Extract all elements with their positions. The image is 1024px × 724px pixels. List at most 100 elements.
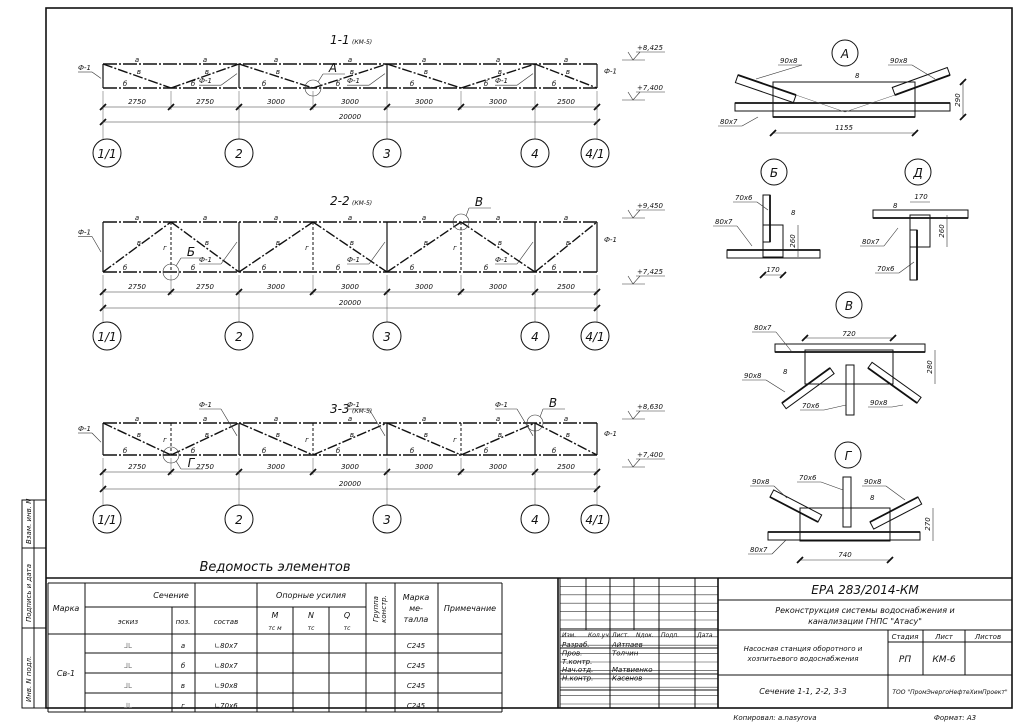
member-label-b: б [484, 447, 489, 455]
elevation-mark [632, 410, 641, 420]
diagonal [170, 221, 240, 273]
member-label-v: в [424, 431, 428, 439]
bottom-chord-angle [734, 102, 951, 112]
label-angle: 90х8 [864, 478, 882, 486]
panel-dimension: 2750 [128, 283, 146, 291]
cell-mark: Св-1 [57, 669, 75, 678]
project-name-1: Реконструкция системы водоснабжения и [775, 606, 955, 615]
left-diagonal [769, 489, 823, 523]
cell-sketch: ⅃L [123, 682, 132, 690]
label-plate: 8 [893, 202, 898, 210]
detail-bubble [834, 441, 862, 469]
vertical-angle [845, 364, 855, 416]
sheet-frame [45, 7, 1013, 709]
member-label-b: б [552, 264, 557, 272]
axis-label: 1/1 [97, 147, 116, 161]
leader [883, 227, 899, 247]
axis [844, 94, 896, 113]
frame-label: Ф-1 [495, 77, 508, 85]
cell-metal: С245 [407, 642, 426, 650]
stamp-role: Н.контр. [562, 675, 593, 683]
dim-height: 260 [789, 234, 797, 248]
dim-height: 260 [938, 224, 946, 238]
side-label-replace: Взам. инв. N [25, 498, 33, 544]
member-label-v: в [276, 239, 280, 247]
cell-sketch: ⅃L [123, 702, 132, 710]
elevation-value: +9,450 [637, 202, 663, 210]
member-label-b: б [552, 447, 557, 455]
panel-dimension: 2750 [196, 98, 214, 106]
member-label-a: а [274, 214, 278, 222]
detail-callout-label: А [328, 61, 337, 75]
panel-dimension: 3000 [415, 463, 433, 471]
leader [91, 432, 102, 443]
stamp-role: Т.контр. [562, 658, 592, 666]
diagonal [386, 422, 462, 456]
member-label-b: б [191, 80, 196, 88]
header-section: Сечение [153, 591, 189, 600]
member-label-v: в [276, 431, 280, 439]
member-label-v: в [350, 239, 354, 247]
right-diagonal-edge [894, 74, 951, 96]
member-label-a: а [422, 415, 426, 423]
leader [741, 116, 759, 127]
stage-value: РП [899, 655, 911, 665]
leader [516, 241, 534, 265]
member-label-a: а [496, 415, 500, 423]
member-label-b: б [123, 447, 128, 455]
detail-bubble [831, 39, 859, 67]
member-label-v: в [350, 68, 354, 76]
detail-callout-label: Б [187, 245, 195, 259]
detail-callout-circle [162, 263, 180, 281]
frame-label: Ф-1 [347, 77, 360, 85]
axis-label: 4 [531, 147, 539, 161]
total-dimension: 20000 [339, 480, 362, 488]
axis-bubble [372, 138, 402, 168]
diagonal [534, 221, 598, 273]
dim-tick [457, 288, 465, 296]
member-label-a: а [348, 415, 352, 423]
leader [220, 241, 238, 265]
axis-label: 1/1 [97, 513, 116, 527]
header-M-unit: тс м [268, 625, 282, 632]
member-label-a: а [564, 415, 568, 423]
panel-dimension: 3000 [415, 283, 433, 291]
top-chord-angle [872, 209, 969, 219]
leader [220, 408, 238, 436]
axis-label: 4/1 [585, 513, 604, 527]
header-pos: поз. [176, 618, 191, 626]
member-label-g: г [453, 244, 457, 252]
project-name-2: канализации ГНПС "Атасу" [808, 617, 922, 626]
member-label-a: а [348, 214, 352, 222]
axis-bubble [224, 138, 254, 168]
panel-dimension: 3000 [341, 283, 359, 291]
member-label-v: в [498, 431, 502, 439]
dim-tick [309, 288, 317, 296]
frame-label: Ф-1 [495, 256, 508, 264]
leader [885, 485, 906, 501]
stamp-col-header: Дата [696, 632, 713, 639]
leader [516, 73, 534, 86]
elevation-mark [632, 458, 641, 468]
label-chord: 80х7 [754, 324, 772, 332]
axis-label: 4/1 [585, 147, 604, 161]
stamp-col-header: Кол.уч. [588, 632, 611, 639]
member-label-v: в [205, 431, 209, 439]
cell-pos: г [181, 702, 185, 710]
member-label-v: в [566, 431, 570, 439]
frame-label: Ф-1 [495, 401, 508, 409]
gusset-plate [909, 214, 931, 248]
stamp-name: Касенов [612, 675, 642, 683]
diagonal [534, 63, 598, 89]
table-title: Ведомость элементов [199, 560, 350, 575]
leader [820, 481, 844, 491]
member-label-g: г [453, 436, 457, 444]
axis-bubble [580, 321, 610, 351]
title-block: Изм.Кол.уч.Лист.Nдок.Подп.ДатаРазраб.Айт… [557, 577, 1012, 722]
member-label-v: в [137, 68, 141, 76]
